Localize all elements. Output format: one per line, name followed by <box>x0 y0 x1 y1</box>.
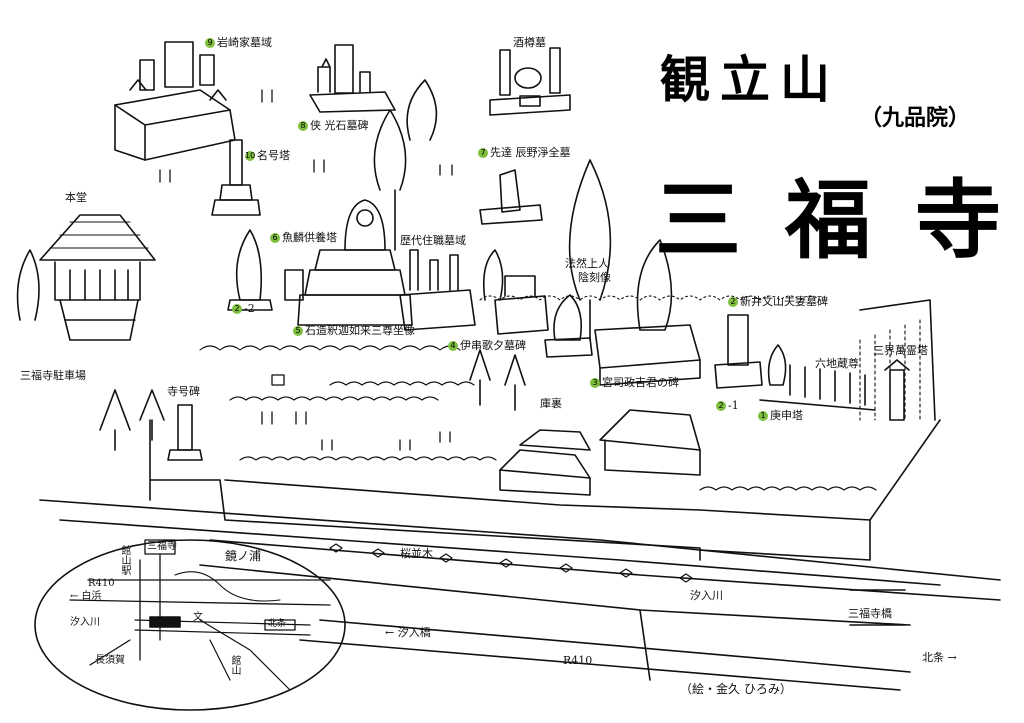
marker-7: 7 <box>478 148 488 158</box>
label-shioiri-river: 汐入川 <box>690 589 723 602</box>
parking-trees <box>99 389 165 451</box>
sangai-tower-drawing <box>884 359 910 421</box>
temple-wall <box>149 299 941 561</box>
label-route-410: R410 <box>563 654 593 667</box>
label-shioiri-bridge: ← 汐入橋 <box>385 626 431 639</box>
label-parking: 三福寺駐車場 <box>20 369 86 382</box>
sanpuku-bridge <box>849 589 906 626</box>
marker-9: 9 <box>205 38 215 48</box>
marker-2-1: 2 <box>716 401 726 411</box>
label-2-1: 2-1 <box>716 400 739 412</box>
inset-label-shirahama: ← 白浜 <box>70 591 102 602</box>
label-temple-name-stone: 寺号碑 <box>167 385 200 398</box>
inset-label-hojo: 北条 <box>268 619 287 629</box>
label-kuri: 庫裏 <box>540 397 562 410</box>
iwasaki-grave-drawing <box>114 41 236 161</box>
successive-priests-graves-drawing <box>399 249 504 331</box>
label-honen: 法然上人 <box>565 257 609 270</box>
marker-2: 2 <box>728 297 738 307</box>
inset-label-river: 汐入川 <box>70 617 100 628</box>
inset-label-tateyama-station: 館山駅 <box>119 545 130 575</box>
inset-label-tateyama: 館山 <box>229 655 240 675</box>
honen-relief-drawing <box>544 294 593 358</box>
inset-label-temple: 三福寺 <box>147 541 177 552</box>
kyou-koseki-grave-drawing <box>309 44 396 113</box>
yard-graves <box>159 89 453 451</box>
myogo-tower-drawing <box>211 139 261 216</box>
sake-barrel-grave-drawing <box>489 47 571 116</box>
arai-monument-drawing <box>714 314 763 389</box>
label-2-2: 2-2 <box>232 303 255 315</box>
marker-1: 1 <box>758 411 768 421</box>
inset-label-kagami: 鏡ノ浦 <box>225 549 262 563</box>
marker-2-2: 2 <box>232 304 242 314</box>
fish-memorial-drawing <box>227 229 304 311</box>
marker-4: 4 <box>448 341 458 351</box>
inset-label-route: R410 <box>88 578 115 589</box>
label-successive-priests: 歴代住職墓域 <box>400 234 466 247</box>
cedar-trees <box>16 79 612 411</box>
tatsuno-grave-drawing <box>479 169 543 225</box>
label-cherry-row: 桜並木 <box>400 547 433 560</box>
label-sanpuku-bridge: 三福寺橋 <box>848 607 892 620</box>
marker-6: 6 <box>270 233 280 243</box>
temple-name-stone-drawing <box>167 404 203 461</box>
label-sake-barrel-grave: 酒樽墓 <box>513 36 546 49</box>
miyaji-monument-drawing <box>594 239 701 386</box>
marker-8: 8 <box>298 121 308 131</box>
inset-label-nagasuka: 長須賀 <box>95 655 125 666</box>
cherry-tree-row <box>329 543 693 583</box>
main-hall-drawing <box>39 214 156 341</box>
main-road-lines <box>39 499 1001 691</box>
marker-10: 10 <box>245 151 256 161</box>
label-six-jizo: 六地蔵尊 <box>815 357 859 370</box>
marker-5: 5 <box>293 326 303 336</box>
kuri-building-drawing <box>499 409 701 496</box>
six-jizo-drawing <box>759 344 876 411</box>
artist-credit: （絵・金久 ひろみ） <box>680 682 792 696</box>
inset-map <box>34 539 346 711</box>
hedge-rows <box>199 295 921 491</box>
sub-name-title: （九品院） <box>860 105 971 131</box>
label-main-hall: 本堂 <box>65 191 87 204</box>
label-hojo: 北条 → <box>922 651 957 664</box>
label-inkoku-relief: 陰刻像 <box>578 271 611 284</box>
inset-label-school: 文 <box>193 612 203 623</box>
marker-3: 3 <box>590 378 600 388</box>
temple-name-title: 三福寺 <box>655 170 1024 271</box>
mountain-name-title: 観立山 <box>660 50 840 109</box>
igushi-monument-drawing <box>494 275 549 335</box>
label-sangai-tower: 三界萬霊塔 <box>873 344 928 357</box>
